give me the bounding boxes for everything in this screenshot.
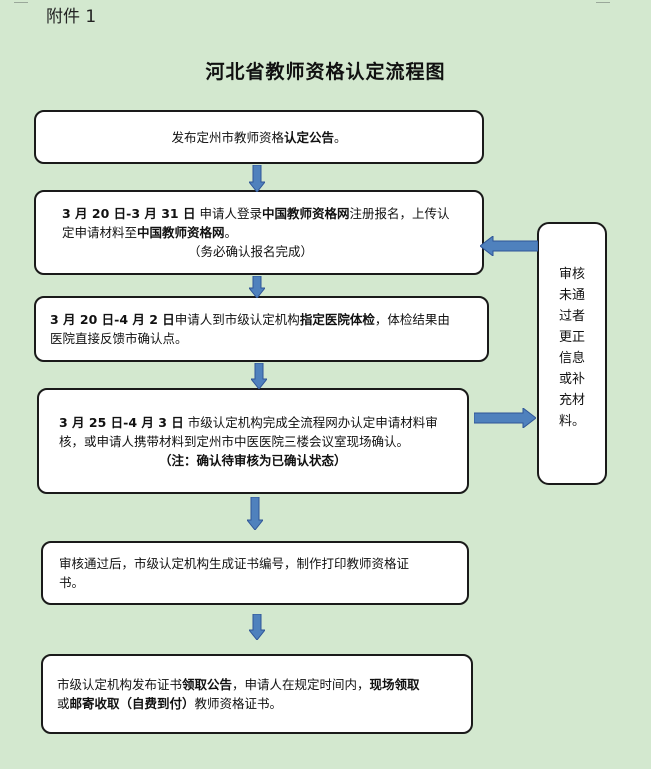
step-box-physical-exam: 3 月 20 日-4 月 2 日申请人到市级认定机构指定医院体检，体检结果由医院…: [34, 296, 489, 362]
text-segment: ，申请人在规定时间内，: [232, 677, 370, 692]
text-segment: 或: [57, 696, 70, 711]
bold-text-segment: 中国教师资格网: [137, 225, 225, 240]
text-segment: 发布定州市教师资格: [171, 129, 284, 145]
bold-text-segment: 3 月 20 日-4 月 2 日: [50, 312, 175, 327]
step-text-line: 3 月 20 日-4 月 2 日申请人到市级认定机构指定医院体检，体检结果由: [50, 310, 487, 329]
text-segment: 申请人到市级认定机构: [174, 312, 300, 327]
step-text-line: 市级认定机构发布证书领取公告，申请人在规定时间内，现场领取: [57, 675, 471, 694]
text-segment: 。: [224, 225, 238, 240]
step-text-line: 医院直接反馈市确认点。: [50, 329, 487, 348]
step-text-line: 3 月 25 日-4 月 3 日 市级认定机构完成全流程网办认定申请材料审: [59, 413, 467, 432]
corner-mark-left: [14, 0, 28, 3]
step-text-line: 定申请材料至中国教师资格网。: [62, 223, 482, 242]
text-segment: ，体检结果由: [374, 312, 450, 327]
bold-text-segment: （注：确认待审核为已确认状态）: [159, 452, 347, 468]
text-segment: 书。: [59, 575, 85, 590]
text-segment: 申请人登录: [195, 206, 262, 221]
bold-text-segment: 领取公告: [182, 677, 233, 692]
bold-text-segment: 现场领取: [369, 677, 420, 692]
step-text-line: 3 月 20 日-3 月 31 日 申请人登录中国教师资格网注册报名，上传认: [62, 204, 482, 223]
text-segment: 核，或申请人携带材料到定州市中医医院三楼会议室现场确认。: [59, 433, 410, 449]
text-segment: 。: [334, 129, 347, 145]
text-segment: （务必确认报名完成）: [188, 244, 314, 259]
step-box-online-registration: 3 月 20 日-3 月 31 日 申请人登录中国教师资格网注册报名，上传认定申…: [34, 190, 484, 275]
side-box-correction-note: 审核未通过者更正信息或补充材料。: [537, 222, 607, 485]
bold-text-segment: 认定公告: [283, 129, 334, 145]
step-box-certificate-production: 审核通过后，市级认定机构生成证书编号，制作打印教师资格证书。: [41, 541, 469, 605]
page-title: 河北省教师资格认定流程图: [205, 61, 446, 83]
bold-text-segment: 邮寄收取（自费到付）: [69, 696, 195, 711]
step-text-line: 发布定州市教师资格认定公告。: [36, 128, 482, 147]
step-text-line: 或邮寄收取（自费到付）教师资格证书。: [57, 694, 471, 713]
down-arrow-icon: [249, 165, 265, 192]
text-segment: 市级认定机构发布证书: [57, 677, 183, 692]
side-note-text: 审核未通过者更正信息或补充材料。: [559, 266, 586, 429]
left-arrow-icon: [480, 236, 538, 256]
corner-mark-right: [596, 0, 610, 3]
step-box-review-confirmation: 3 月 25 日-4 月 3 日 市级认定机构完成全流程网办认定申请材料审核，或…: [37, 388, 469, 494]
step-text-line: （注：确认待审核为已确认状态）: [59, 451, 467, 470]
text-segment: 审核通过后，市级认定机构生成证书编号，制作打印教师资格证: [59, 556, 410, 571]
text-segment: 定申请材料至: [62, 225, 138, 240]
text-segment: 市级认定机构完成全流程网办认定申请材料审: [183, 414, 438, 430]
step-text-line: 核，或申请人携带材料到定州市中医医院三楼会议室现场确认。: [59, 432, 467, 451]
down-arrow-icon: [249, 614, 265, 640]
bold-text-segment: 中国教师资格网: [261, 206, 350, 221]
down-arrow-icon: [247, 497, 263, 530]
step-box-certificate-collection: 市级认定机构发布证书领取公告，申请人在规定时间内，现场领取或邮寄收取（自费到付）…: [41, 654, 473, 734]
step-box-announcement: 发布定州市教师资格认定公告。: [34, 110, 484, 164]
attachment-label: 附件 1: [46, 7, 97, 27]
step-text-line: （务必确认报名完成）: [62, 242, 482, 261]
step-text-line: 审核通过后，市级认定机构生成证书编号，制作打印教师资格证: [59, 554, 467, 573]
bold-text-segment: 3 月 25 日-4 月 3 日: [59, 414, 184, 430]
bold-text-segment: 指定医院体检: [299, 312, 375, 327]
text-segment: 注册报名，上传认: [349, 206, 450, 221]
text-segment: 医院直接反馈市确认点。: [50, 331, 188, 346]
right-arrow-icon: [474, 408, 536, 428]
bold-text-segment: 3 月 20 日-3 月 31 日: [62, 206, 196, 221]
down-arrow-icon: [251, 363, 267, 389]
down-arrow-icon: [249, 276, 265, 298]
step-text-line: 书。: [59, 573, 467, 592]
text-segment: 教师资格证书。: [194, 696, 283, 711]
